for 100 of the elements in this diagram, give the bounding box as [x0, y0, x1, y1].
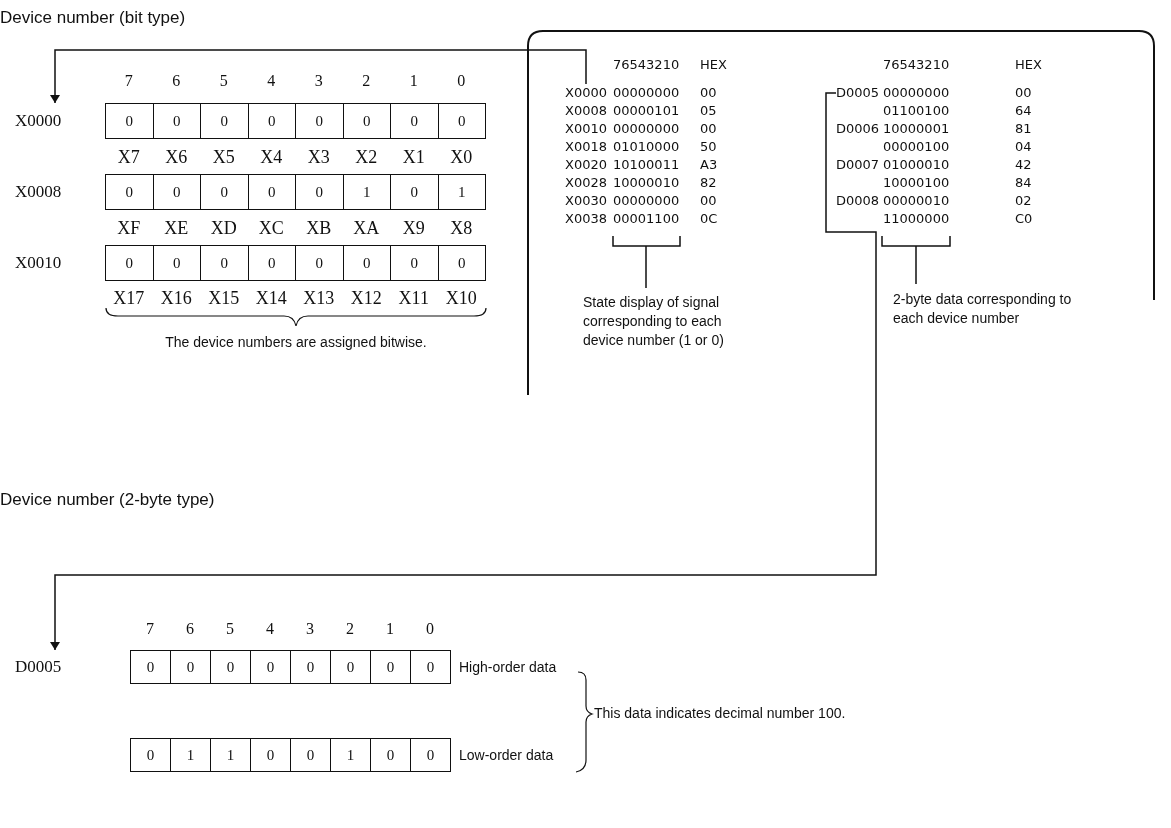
bit-cell: 0	[153, 175, 201, 209]
hex-value: 50	[700, 138, 717, 156]
bit-state: 00000000	[613, 84, 680, 102]
bit-cell: 0	[291, 651, 331, 683]
device-number: X15	[207, 288, 241, 309]
bit-header: 76543210	[883, 56, 950, 74]
bit-number: 2	[345, 620, 355, 638]
bit-number: 3	[305, 620, 315, 638]
bit-cell: 0	[153, 246, 201, 280]
bit-number: 0	[425, 620, 435, 638]
hex-value: 81	[1015, 120, 1032, 138]
device-number: X13	[302, 288, 336, 309]
device-number: X3	[306, 147, 331, 168]
device-number: X0020	[565, 156, 607, 174]
column-header: HEX	[1015, 56, 1042, 74]
bit-number: 4	[265, 620, 275, 638]
hex-value: 00	[700, 120, 717, 138]
bit-cell: 0	[248, 104, 296, 138]
hex-value: 00	[700, 84, 717, 102]
device-number: X9	[401, 218, 426, 239]
bit-state: 01010000	[613, 138, 680, 156]
device-number: X14	[254, 288, 288, 309]
bit-cell: 0	[131, 739, 171, 771]
device-number: X0008	[15, 182, 63, 202]
device-number: D0008	[836, 192, 880, 210]
device-number: X0008	[565, 102, 607, 120]
bit-cell: 1	[438, 175, 486, 209]
bit-cell: 0	[296, 104, 344, 138]
device-number: X4	[259, 147, 284, 168]
bit-number: 7	[123, 72, 134, 90]
device-number: X0028	[565, 174, 607, 192]
device-number: X6	[164, 147, 189, 168]
bit-cell: 0	[106, 175, 154, 209]
bit-number: 5	[218, 72, 229, 90]
bit-number: 5	[225, 620, 235, 638]
bit-cell: 0	[153, 104, 201, 138]
bit-cell: 0	[131, 651, 171, 683]
bit-state: 00000000	[883, 84, 950, 102]
bit-state: 10000100	[883, 174, 950, 192]
connector-arrow	[50, 92, 877, 651]
bit-cell: 0	[411, 651, 451, 683]
bit-state: 00000000	[613, 120, 680, 138]
bit-cell: 0	[248, 175, 296, 209]
bit-state: 00001100	[613, 210, 680, 228]
device-number: D0005	[836, 84, 880, 102]
bit-cell: 0	[211, 651, 251, 683]
device-number: XE	[163, 218, 190, 239]
device-number: X0	[449, 147, 474, 168]
device-number: X2	[354, 147, 379, 168]
heading: Device number (2-byte type)	[0, 490, 215, 510]
bit-state: 00000010	[883, 192, 950, 210]
device-number: D0006	[836, 120, 880, 138]
device-number: XD	[209, 218, 238, 239]
bit-number: 7	[145, 620, 155, 638]
hex-value: 42	[1015, 156, 1032, 174]
bit-header: 76543210	[613, 56, 680, 74]
device-number: X0000	[15, 111, 63, 131]
bit-number: 6	[171, 72, 182, 90]
bit-cell: 0	[106, 104, 154, 138]
bit-number: 6	[185, 620, 195, 638]
device-number: D0007	[836, 156, 880, 174]
bit-state: 01100100	[883, 102, 950, 120]
device-number: D0005	[15, 657, 63, 677]
bit-cell: 1	[343, 175, 391, 209]
bit-cell: 0	[391, 246, 439, 280]
device-number: XF	[116, 218, 142, 239]
heading: Device number (bit type)	[0, 8, 186, 28]
device-number: X0038	[565, 210, 607, 228]
note: 2-byte data corresponding to each device number	[893, 290, 1073, 328]
device-number: X0010	[15, 253, 63, 273]
device-number: X11	[397, 288, 430, 309]
bit-cell: 1	[331, 739, 371, 771]
bit-cell: 0	[251, 651, 291, 683]
data-label: Low-order data	[459, 747, 554, 763]
bit-cell: 0	[438, 104, 486, 138]
hex-value: 64	[1015, 102, 1032, 120]
device-number: XA	[352, 218, 381, 239]
bit-cell: 0	[201, 104, 249, 138]
bit-number: 1	[408, 72, 419, 90]
device-number: X7	[116, 147, 141, 168]
hex-value: 0C	[700, 210, 718, 228]
device-number: X0018	[565, 138, 607, 156]
bit-state: 10100011	[613, 156, 680, 174]
bit-state: 00000100	[883, 138, 950, 156]
bit-cell: 0	[171, 651, 211, 683]
bit-state: 10000010	[613, 174, 680, 192]
bit-number: 0	[456, 72, 467, 90]
bit-cell: 0	[201, 175, 249, 209]
bit-cell: 0	[343, 246, 391, 280]
bit-cell: 0	[296, 246, 344, 280]
bit-number: 4	[266, 72, 277, 90]
device-number: X17	[112, 288, 146, 309]
hex-value: A3	[700, 156, 718, 174]
device-number: XB	[305, 218, 333, 239]
hex-value: 82	[700, 174, 717, 192]
connector-arrow	[50, 49, 587, 104]
device-number: X0030	[565, 192, 607, 210]
device-number: X5	[211, 147, 236, 168]
bit-cell: 0	[296, 175, 344, 209]
bit-cell: 1	[171, 739, 211, 771]
